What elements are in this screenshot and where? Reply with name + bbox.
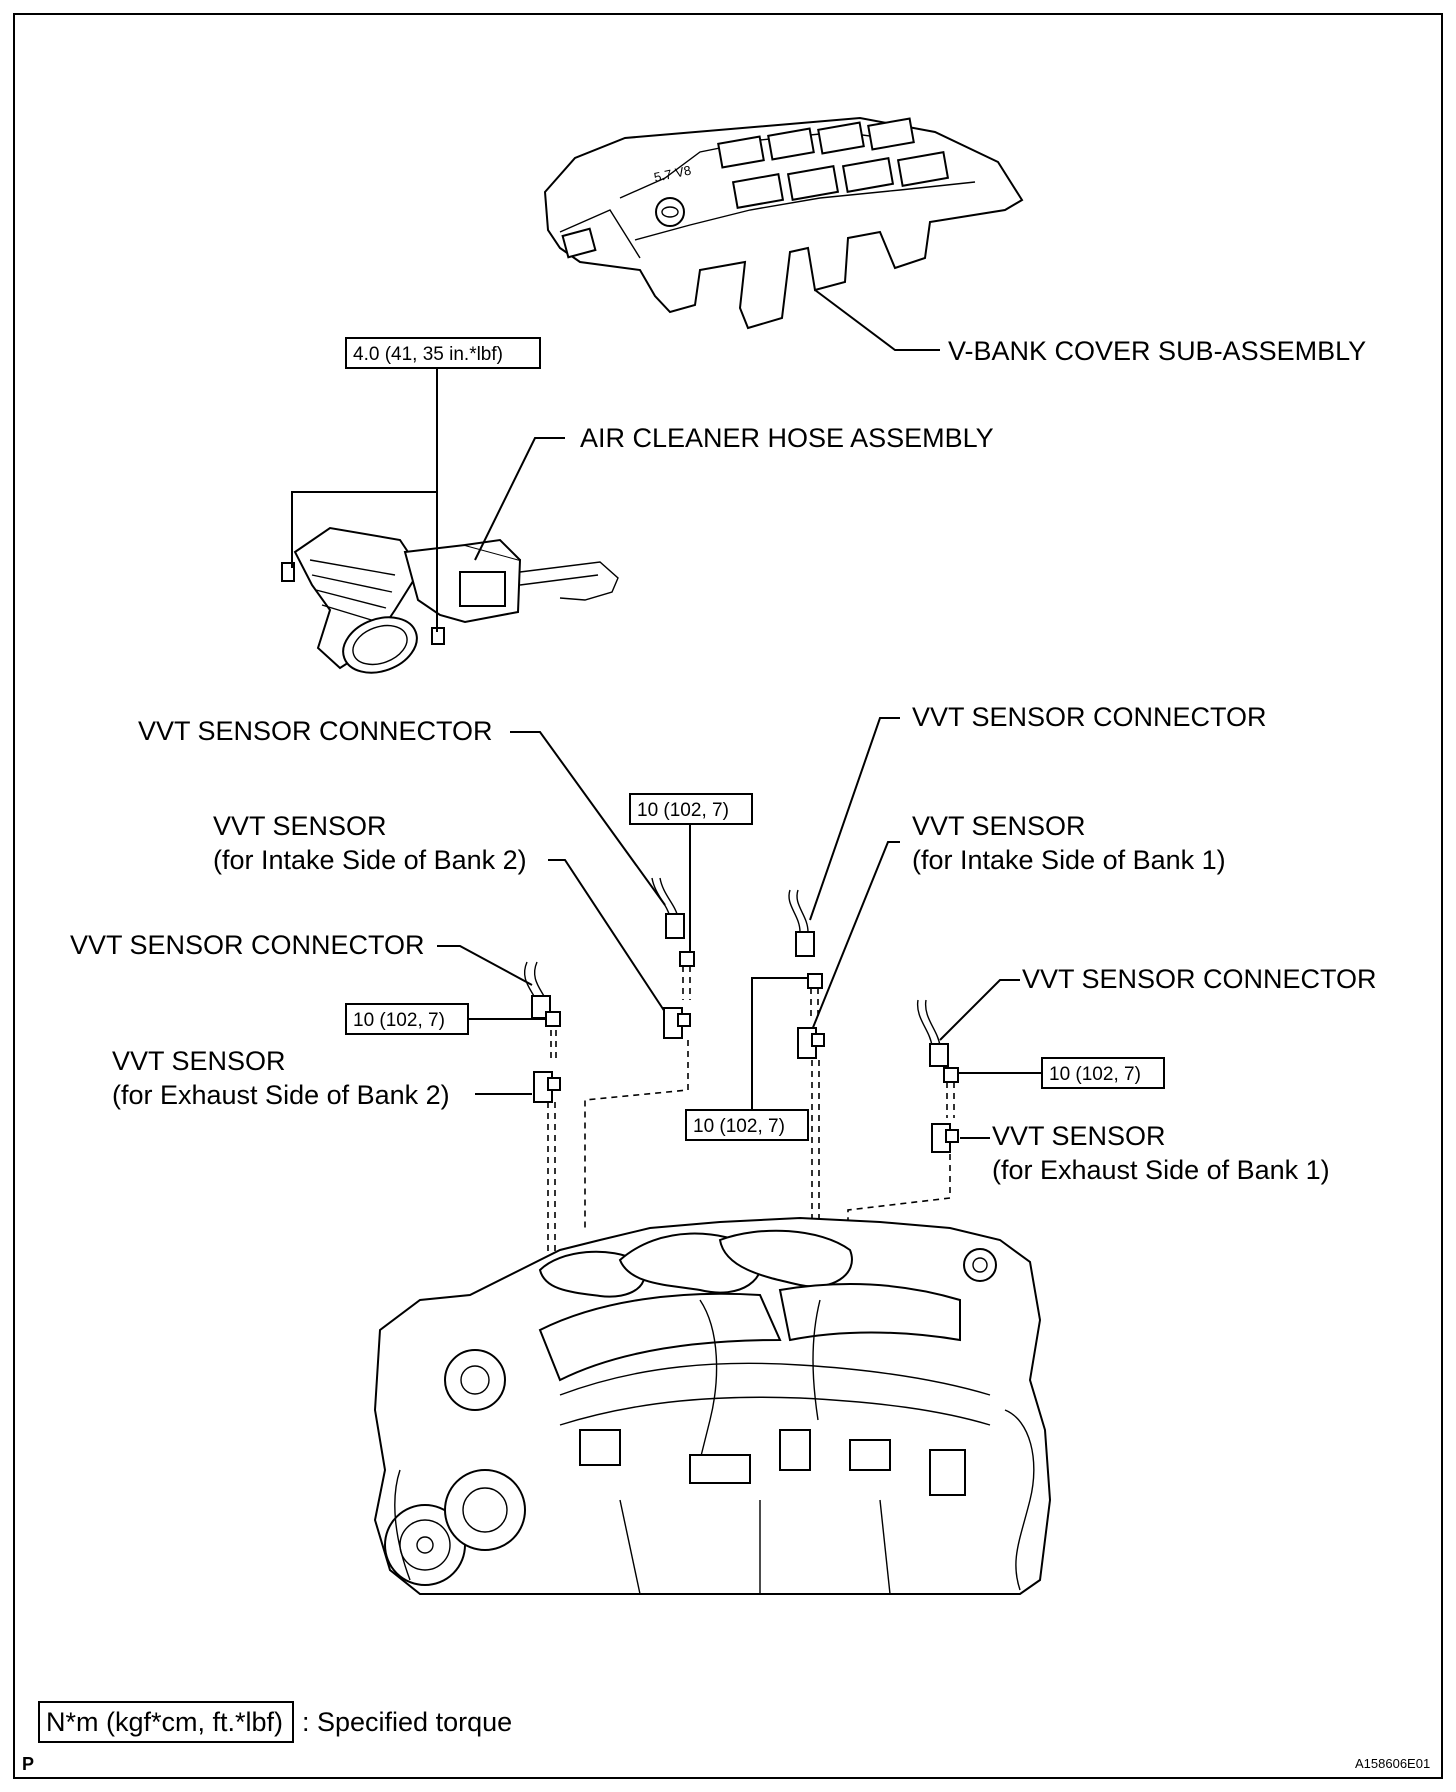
v-bank-cover-drawing: 5.7 V8 [543,116,1024,330]
torque-box-intake-b1 [685,1109,809,1141]
torque-exhaust-b1: 10 (102, 7) [1049,1064,1141,1085]
connector-exhaust-b1-label: VVT SENSOR CONNECTOR [1022,964,1377,994]
sensor-exhaust-b1-line2: (for Exhaust Side of Bank 1) [992,1155,1330,1185]
legend-unit-box [38,1701,294,1743]
bolt-exhaust-b2-icon [545,1011,561,1027]
torque-box-exhaust-b1 [1041,1057,1165,1089]
bolt-intake-b2-icon [679,951,695,967]
torque-box-intake-b2 [629,793,753,825]
engine-block-drawing [373,1216,1052,1595]
sensor-intake-b1-line2: (for Intake Side of Bank 1) [912,845,1226,875]
toyota-emblem-icon [655,197,685,227]
figure-id: A158606E01 [1355,1756,1430,1771]
bolt-exhaust-b1-icon [943,1067,959,1083]
torque-intake-b2: 10 (102, 7) [637,800,729,821]
sensor-exhaust-b2-line2: (for Exhaust Side of Bank 2) [112,1080,450,1110]
torque-exhaust-b2: 10 (102, 7) [353,1010,445,1031]
legend-description: : Specified torque [302,1707,512,1737]
air-cleaner-hose-label: AIR CLEANER HOSE ASSEMBLY [580,423,994,453]
torque-box-hose-clamp [345,337,541,369]
torque-box-exhaust-b2 [345,1003,469,1035]
wire-harness [523,961,536,999]
connector-intake-b2-icon [665,913,685,939]
sensor-intake-b1-line1: VVT SENSOR [912,811,1086,841]
diagram-frame [13,13,1443,1779]
connector-intake-b1-icon [795,931,815,957]
connector-intake-b2-label: VVT SENSOR CONNECTOR [138,716,493,746]
torque-hose-clamp: 4.0 (41, 35 in.*lbf) [353,344,503,365]
connector-exhaust-b2-label: VVT SENSOR CONNECTOR [70,930,425,960]
sensor-exhaust-b1-line1: VVT SENSOR [992,1121,1166,1151]
bolt-intake-b1-icon [807,973,823,989]
connector-intake-b1-label: VVT SENSOR CONNECTOR [912,702,1267,732]
v-bank-cover-label: V-BANK COVER SUB-ASSEMBLY [948,336,1366,366]
sensor-intake-b2-line1: VVT SENSOR [213,811,387,841]
legend-unit: N*m (kgf*cm, ft.*lbf) [46,1707,283,1737]
connector-exhaust-b1-icon [929,1043,949,1067]
corner-letter: P [22,1754,34,1774]
sensor-intake-b2-line2: (for Intake Side of Bank 2) [213,845,527,875]
torque-intake-b1: 10 (102, 7) [693,1116,785,1137]
sensor-exhaust-b2-line1: VVT SENSOR [112,1046,286,1076]
air-cleaner-hose-drawing [281,526,619,674]
